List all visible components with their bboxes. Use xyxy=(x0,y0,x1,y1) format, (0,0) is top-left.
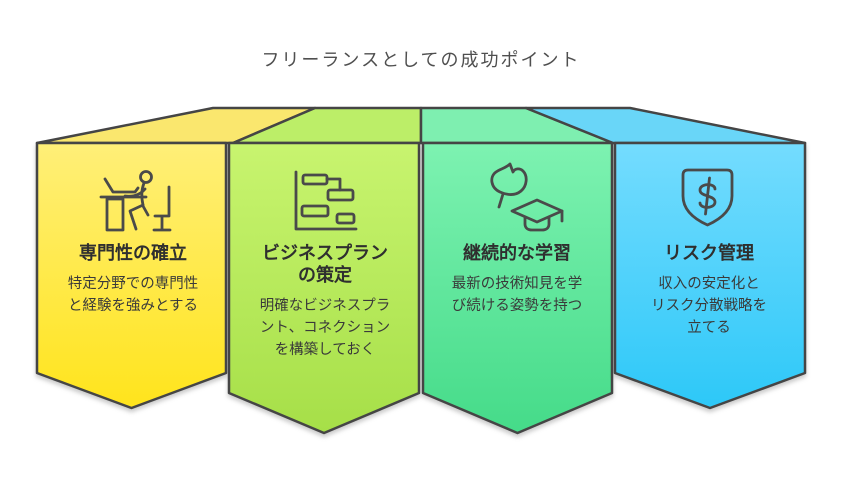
panel-title: リスク管理 xyxy=(664,243,754,263)
page-title: フリーランスとしての成功ポイント xyxy=(261,50,581,70)
panel-description: 明確なビジネスプラ ント、コネクション を構築しておく xyxy=(259,298,391,358)
panel-description: 特定分野での専門性 と経験を強みとする xyxy=(67,276,199,314)
panel-shape-business-plan xyxy=(227,141,421,435)
panel-expertise: 専門性の確立 特定分野での専門性 と経験を強みとする xyxy=(37,143,229,403)
panel-business-plan: ビジネスプラン の策定 明確なビジネスプラ ント、コネクション を構築しておく xyxy=(229,143,421,403)
panel-shape-risk-management xyxy=(613,141,807,410)
panel-description: 収入の安定化と リスク分散戦略を 立てる xyxy=(651,276,767,336)
panel-title: ビジネスプラン の策定 xyxy=(262,243,388,285)
shield-dollar-icon xyxy=(681,168,734,227)
panel-shape-continuous-learning xyxy=(421,141,614,435)
person-at-desk-icon xyxy=(99,170,172,232)
panel-continuous-learning: 継続的な学習 最新の技術知見を学 び続ける姿勢を持つ xyxy=(421,143,613,403)
gantt-chart-icon xyxy=(294,170,358,231)
panel-description: 最新の技術知見を学 び続ける姿勢を持つ xyxy=(451,276,583,314)
panel-shape-expertise xyxy=(35,141,228,410)
panel-risk-management: リスク管理 収入の安定化と リスク分散戦略を 立てる xyxy=(613,143,805,403)
panel-title: 専門性の確立 xyxy=(79,243,187,263)
flag-and-graduation-cap-icon xyxy=(490,162,564,232)
panel-title: 継続的な学習 xyxy=(463,243,571,263)
